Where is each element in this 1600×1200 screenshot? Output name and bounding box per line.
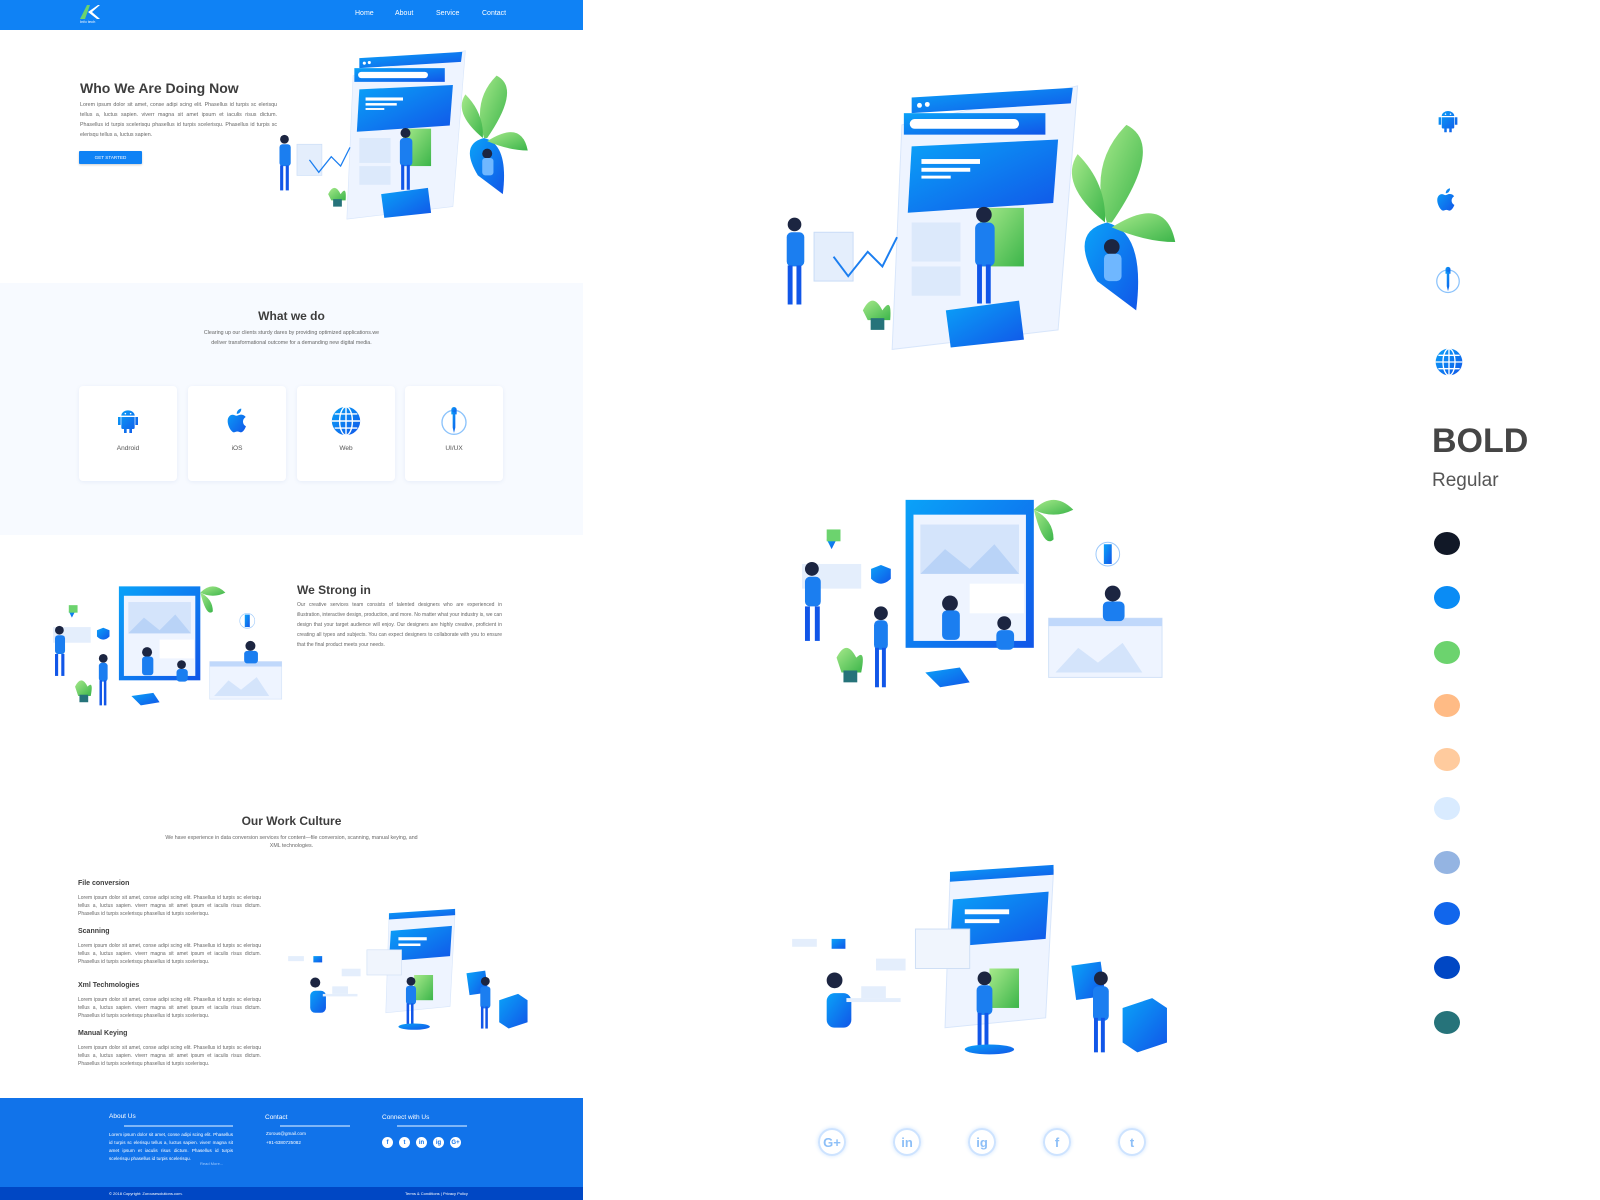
culture-item-title: Scanning bbox=[78, 928, 110, 935]
hero-title: Who We Are Doing Now bbox=[80, 80, 239, 96]
footer-bottom-bar: © 2018 Copyright: Zorousesolutions.com. … bbox=[0, 1187, 583, 1200]
culture-illustration-large bbox=[791, 864, 1168, 1055]
font-sample-regular: Regular bbox=[1432, 470, 1499, 491]
logo-icon[interactable] bbox=[80, 5, 100, 19]
hero-illustration-large bbox=[785, 85, 1177, 351]
globe-icon bbox=[331, 406, 361, 436]
footer-contact-title: Contact bbox=[265, 1114, 288, 1121]
divider bbox=[397, 1125, 467, 1127]
footer-about-title: About Us bbox=[109, 1113, 136, 1120]
pen-tool-icon bbox=[441, 406, 467, 436]
style-guide-social: G+ in ig f t bbox=[818, 1128, 1146, 1156]
copyright: © 2018 Copyright: Zorousesolutions.com. bbox=[109, 1191, 183, 1196]
read-more-link[interactable]: Read More... bbox=[200, 1161, 224, 1166]
color-swatch bbox=[1434, 797, 1460, 820]
card-label: UI/UX bbox=[445, 445, 463, 452]
strong-title: We Strong in bbox=[297, 583, 371, 597]
hero-body: Lorem ipsum dolor sit amet, conse adipi … bbox=[80, 102, 277, 138]
legal-links[interactable]: Terms & Conditions | Privacy Policy bbox=[405, 1191, 468, 1196]
strong-illustration bbox=[52, 586, 283, 706]
nav-about[interactable]: About bbox=[395, 10, 414, 17]
android-icon bbox=[1438, 111, 1458, 133]
card-label: iOS bbox=[231, 445, 243, 452]
culture-item-body: Lorem ipsum dolor sit amet, conse adipi … bbox=[78, 997, 261, 1019]
twitter-icon: t bbox=[1118, 1128, 1146, 1156]
website-mockup: Info tech Home About Service Contact Who… bbox=[0, 0, 583, 1200]
culture-illustration bbox=[287, 908, 528, 1031]
android-icon bbox=[118, 410, 138, 433]
culture-subtitle-2: XML technologies. bbox=[269, 843, 314, 849]
color-swatch bbox=[1434, 1011, 1460, 1034]
logo-text: Info tech bbox=[80, 19, 96, 24]
hero-illustration bbox=[278, 50, 529, 220]
what-we-do-subtitle-1: Clearing up our clients sturdy dares by … bbox=[203, 330, 380, 336]
font-sample-bold: BOLD bbox=[1432, 422, 1529, 460]
pen-tool-icon bbox=[1436, 266, 1460, 294]
culture-item-body: Lorem ipsum dolor sit amet, conse adipi … bbox=[78, 1045, 261, 1067]
divider bbox=[124, 1125, 233, 1127]
what-we-do-subtitle-2: deliver transformational outcome for a d… bbox=[211, 340, 372, 346]
apple-icon bbox=[227, 408, 246, 433]
culture-subtitle-1: We have experience in data conversion se… bbox=[165, 835, 418, 841]
facebook-icon: f bbox=[1043, 1128, 1071, 1156]
color-swatch bbox=[1434, 586, 1460, 609]
service-card-android[interactable]: Android bbox=[79, 386, 177, 481]
footer-social: f t in ig G+ bbox=[382, 1137, 461, 1148]
google-plus-icon: G+ bbox=[818, 1128, 846, 1156]
card-label: Web bbox=[339, 445, 353, 452]
color-swatch bbox=[1434, 748, 1460, 771]
divider bbox=[280, 1125, 350, 1127]
culture-item-title: Manual Keying bbox=[78, 1030, 128, 1037]
color-swatch bbox=[1434, 956, 1460, 979]
culture-item-body: Lorem ipsum dolor sit amet, conse adipi … bbox=[78, 943, 261, 965]
globe-icon bbox=[1434, 347, 1464, 377]
strong-illustration-large bbox=[801, 499, 1163, 688]
footer: About Us Lorem ipsum dolor sit amet, con… bbox=[0, 1098, 583, 1187]
nav-home[interactable]: Home bbox=[355, 10, 374, 17]
culture-item-title: Xml Techmologies bbox=[78, 982, 140, 989]
what-we-do-section: What we do Clearing up our clients sturd… bbox=[0, 283, 583, 535]
google-plus-icon[interactable]: G+ bbox=[450, 1137, 461, 1148]
top-nav: Info tech Home About Service Contact bbox=[0, 0, 583, 30]
nav-service[interactable]: Service bbox=[436, 10, 460, 17]
service-card-web[interactable]: Web bbox=[297, 386, 395, 481]
get-started-button[interactable]: GET STARTED bbox=[79, 151, 142, 164]
card-label: Android bbox=[116, 445, 140, 452]
culture-title: Our Work Culture bbox=[241, 814, 342, 828]
culture-item-body: Lorem ipsum dolor sit amet, conse adipi … bbox=[78, 895, 261, 917]
footer-email[interactable]: Zorous@gmail.com bbox=[266, 1131, 306, 1136]
footer-phone: +91-6380725082 bbox=[266, 1140, 301, 1145]
strong-body: Our creative services team consists of t… bbox=[297, 602, 502, 648]
color-swatch bbox=[1434, 851, 1460, 874]
nav-contact[interactable]: Contact bbox=[482, 10, 507, 17]
instagram-icon[interactable]: ig bbox=[433, 1137, 444, 1148]
color-swatch bbox=[1434, 532, 1460, 555]
footer-connect-title: Connect with Us bbox=[382, 1114, 430, 1121]
color-swatch bbox=[1434, 641, 1460, 664]
linkedin-icon[interactable]: in bbox=[416, 1137, 427, 1148]
color-swatch bbox=[1434, 694, 1460, 717]
color-swatch bbox=[1434, 902, 1460, 925]
service-card-uiux[interactable]: UI/UX bbox=[405, 386, 503, 481]
culture-item-title: File conversion bbox=[78, 880, 130, 887]
twitter-icon[interactable]: t bbox=[399, 1137, 410, 1148]
instagram-icon: ig bbox=[968, 1128, 996, 1156]
apple-icon bbox=[1437, 188, 1455, 211]
facebook-icon[interactable]: f bbox=[382, 1137, 393, 1148]
linkedin-icon: in bbox=[893, 1128, 921, 1156]
what-we-do-title: What we do bbox=[258, 309, 325, 323]
service-card-ios[interactable]: iOS bbox=[188, 386, 286, 481]
footer-about-body: Lorem ipsum dolor sit amet, conse adipi … bbox=[109, 1132, 233, 1161]
